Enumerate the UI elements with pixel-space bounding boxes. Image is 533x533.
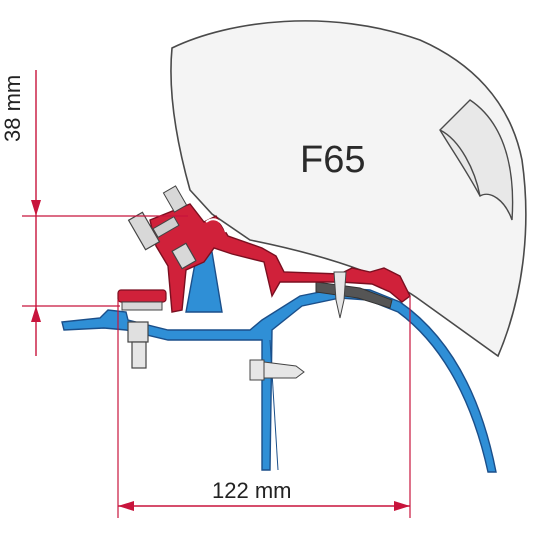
bolt-upper <box>127 185 197 270</box>
awning-casing <box>170 20 527 358</box>
vertical-dimension <box>22 70 188 356</box>
horizontal-dimension <box>117 296 411 518</box>
vehicle-roof-profile <box>61 287 497 473</box>
horizontal-dimension-label: 122 mm <box>212 478 291 503</box>
screw-side <box>249 359 305 381</box>
model-label: F65 <box>300 139 365 181</box>
vertical-dimension-label: 38 mm <box>0 75 25 142</box>
bolt-lower <box>117 289 167 369</box>
adapter-bracket <box>149 203 411 313</box>
screw-right <box>333 271 347 319</box>
